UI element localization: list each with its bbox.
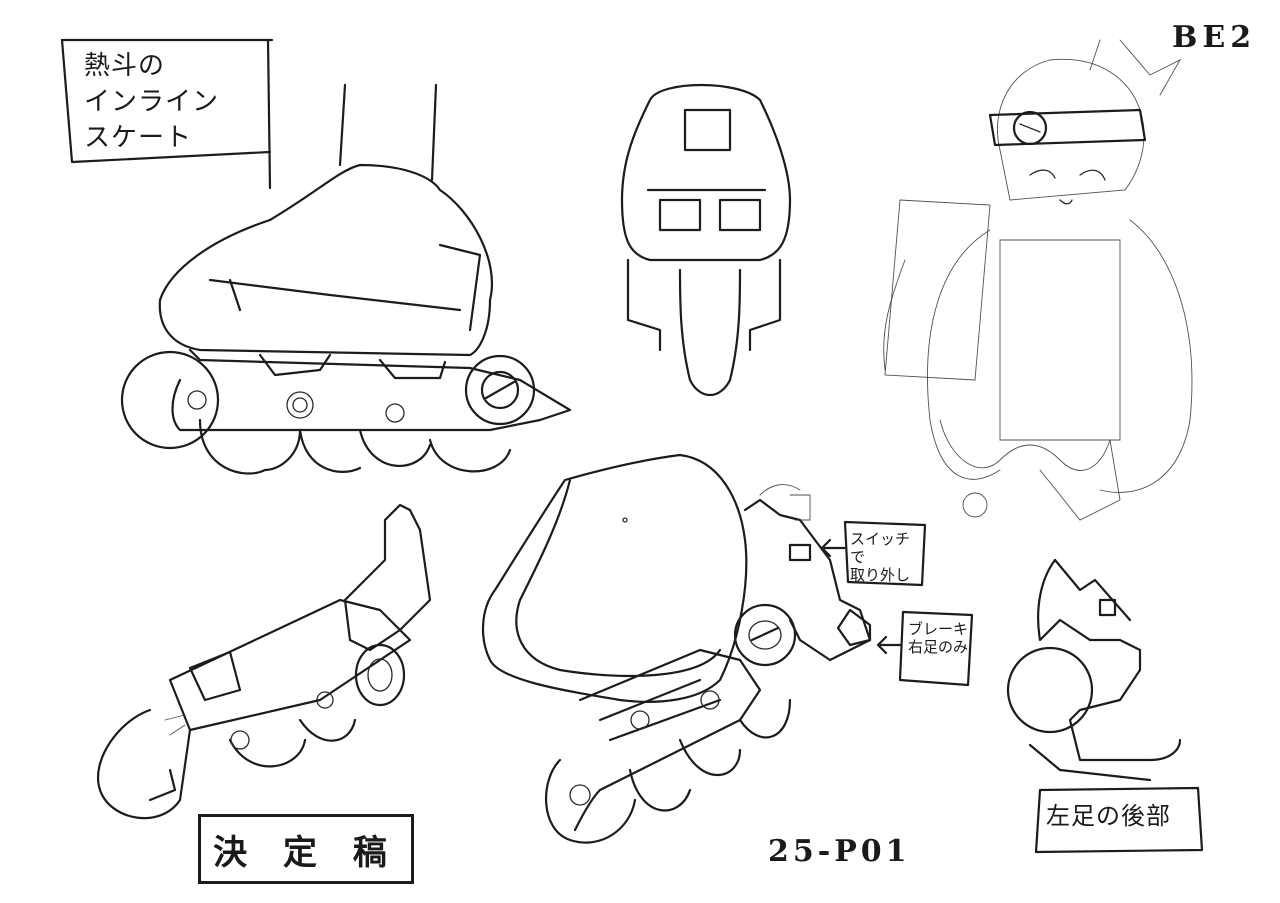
skate-rear-view-drawing: [1006, 558, 1182, 782]
note-brake-box: [898, 610, 974, 687]
note-left-foot-rear: 左足の後部: [1046, 802, 1171, 830]
skate-oblique-view-drawing: [481, 453, 902, 844]
sheet-code-bottom: 25-P01: [768, 834, 911, 869]
skate-top-view-drawing: [97, 503, 432, 820]
sheet-code-top: BE2: [1172, 20, 1257, 55]
character-sketch-drawing: [883, 39, 1193, 521]
skate-front-view-drawing: [620, 83, 792, 396]
skate-side-view-drawing: [120, 83, 572, 475]
title-note: 熱斗の インライン スケート: [84, 51, 220, 153]
note-brake-right-only: ブレーキ 右足のみ: [908, 620, 969, 656]
note-switch-detach: スイッチで 取り外し: [850, 530, 911, 584]
final-draft-stamp: 決 定 稿: [198, 814, 414, 884]
title-box-frame: [60, 38, 274, 190]
note-rear-box: [1034, 786, 1204, 854]
note-switch-box: [843, 520, 927, 587]
